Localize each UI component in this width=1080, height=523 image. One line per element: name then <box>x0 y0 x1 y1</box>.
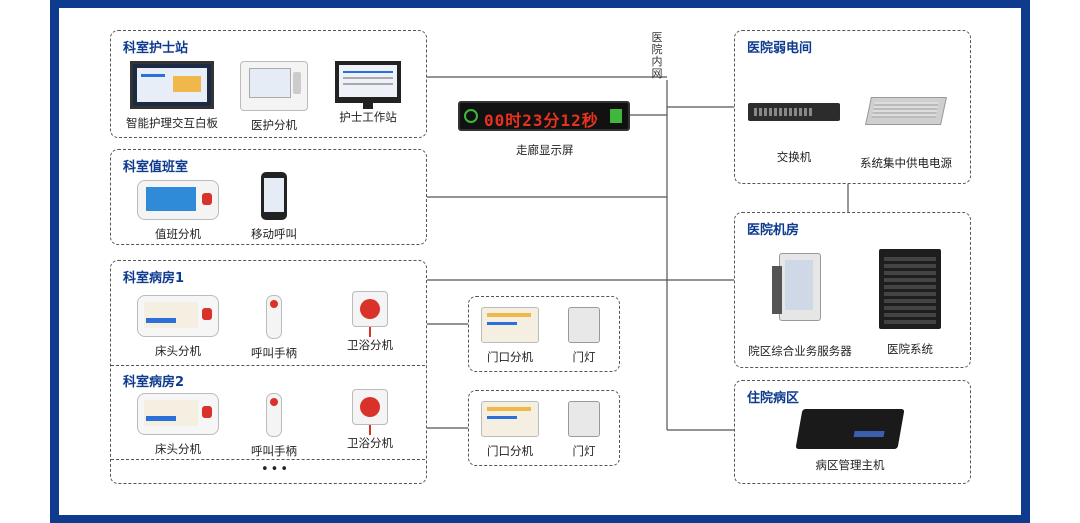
device-duty-extension: 值班分机 <box>123 180 233 242</box>
margin-right <box>1030 0 1080 523</box>
device-label: 卫浴分机 <box>347 436 393 450</box>
no-sign-icon <box>464 109 478 123</box>
device-door-extension: 门口分机 <box>455 401 565 459</box>
device-mobile-call: 移动呼叫 <box>219 172 329 242</box>
corridor-display: 00时23分12秒 <box>458 101 630 131</box>
group-title: 医院机房 <box>747 223 800 238</box>
bedside-extension-icon <box>137 393 219 435</box>
device-bathroom-extension: 卫浴分机 <box>315 291 425 353</box>
ward-divider <box>111 459 425 460</box>
medical-extension-icon <box>240 61 308 111</box>
door-extension-icon <box>481 307 539 343</box>
device-door-light: 门灯 <box>529 307 639 365</box>
group-wards: 科室病房1 床头分机 呼叫手柄 卫浴分机 科室病房2 <box>110 260 427 484</box>
device-whiteboard: 智能护理交互白板 <box>117 61 227 131</box>
whiteboard-icon <box>130 61 214 109</box>
device-label: 交换机 <box>776 150 812 164</box>
bathroom-extension-icon <box>352 389 388 425</box>
device-label: 医护分机 <box>251 118 297 132</box>
corridor-display-text: 00时23分12秒 <box>484 111 599 130</box>
group-title: 住院病区 <box>747 391 800 406</box>
device-bathroom-extension: 卫浴分机 <box>315 389 425 451</box>
device-server: 院区综合业务服务器 <box>745 253 855 359</box>
device-label: 移动呼叫 <box>251 227 297 241</box>
group-server-room: 医院机房 院区综合业务服务器 医院系统 <box>734 212 971 368</box>
device-label: 卫浴分机 <box>347 338 393 352</box>
device-label: 系统集中供电电源 <box>860 156 952 170</box>
device-label: 院区综合业务服务器 <box>748 344 852 358</box>
device-label: 门灯 <box>572 444 596 458</box>
status-icon <box>610 109 622 123</box>
ward-divider <box>111 365 425 366</box>
mini-pc-icon <box>795 409 905 449</box>
device-switch: 交换机 <box>739 103 849 165</box>
group-title: 医院弱电间 <box>747 41 813 56</box>
group-title: 科室病房2 <box>123 375 185 390</box>
group-inpatient: 住院病区 病区管理主机 <box>734 380 971 484</box>
bathroom-extension-icon <box>352 291 388 327</box>
server-tower-icon <box>772 253 821 321</box>
device-ward-host: 病区管理主机 <box>795 409 905 473</box>
device-nurse-workstation: 护士工作站 <box>313 61 423 125</box>
device-label: 门灯 <box>572 350 596 364</box>
more-ellipsis: ••• <box>261 462 291 477</box>
device-label: 床头分机 <box>155 344 201 358</box>
power-supply-icon <box>865 97 947 125</box>
bedside-extension-icon <box>137 295 219 337</box>
device-label: 医院系统 <box>887 342 933 356</box>
device-label: 呼叫手柄 <box>251 346 297 360</box>
device-label: 床头分机 <box>155 442 201 456</box>
device-door-light: 门灯 <box>529 401 639 459</box>
group-duty-room: 科室值班室 值班分机 移动呼叫 <box>110 149 427 245</box>
group-title: 科室值班室 <box>123 160 189 175</box>
group-title: 科室病房1 <box>123 271 185 286</box>
group-door-1: 门口分机 门灯 <box>468 296 620 372</box>
device-bedside-extension: 床头分机 <box>123 295 233 359</box>
group-nurse-station: 科室护士站 智能护理交互白板 医护分机 护士工作站 <box>110 30 427 138</box>
device-label: 呼叫手柄 <box>251 444 297 458</box>
device-label: 智能护理交互白板 <box>126 116 218 130</box>
group-weak-room: 医院弱电间 交换机 系统集中供电电源 <box>734 30 971 184</box>
group-title: 科室护士站 <box>123 41 189 56</box>
device-label: 门口分机 <box>487 350 533 364</box>
door-light-icon <box>568 307 600 343</box>
network-label: 医院内网 <box>651 31 663 80</box>
switch-icon <box>748 103 840 121</box>
margin-left <box>0 0 50 523</box>
duty-extension-icon <box>137 180 219 220</box>
corridor-caption: 走廊显示屏 <box>516 143 574 157</box>
device-bedside-extension: 床头分机 <box>123 393 233 457</box>
door-light-icon <box>568 401 600 437</box>
device-door-extension: 门口分机 <box>455 307 565 365</box>
device-call-handle: 呼叫手柄 <box>219 295 329 361</box>
device-call-handle: 呼叫手柄 <box>219 393 329 459</box>
group-door-2: 门口分机 门灯 <box>468 390 620 466</box>
device-label: 病区管理主机 <box>815 458 885 472</box>
frame-border <box>50 0 1030 523</box>
device-medical-extension: 医护分机 <box>219 61 329 133</box>
call-handle-icon <box>266 295 282 339</box>
door-extension-icon <box>481 401 539 437</box>
device-power-supply: 系统集中供电电源 <box>851 97 961 171</box>
mobile-phone-icon <box>261 172 287 220</box>
server-rack-icon <box>879 249 941 329</box>
device-label: 护士工作站 <box>339 110 397 124</box>
call-handle-icon <box>266 393 282 437</box>
device-hospital-system: 医院系统 <box>855 249 965 357</box>
device-label: 值班分机 <box>155 227 201 241</box>
device-label: 门口分机 <box>487 444 533 458</box>
monitor-icon <box>335 61 401 103</box>
